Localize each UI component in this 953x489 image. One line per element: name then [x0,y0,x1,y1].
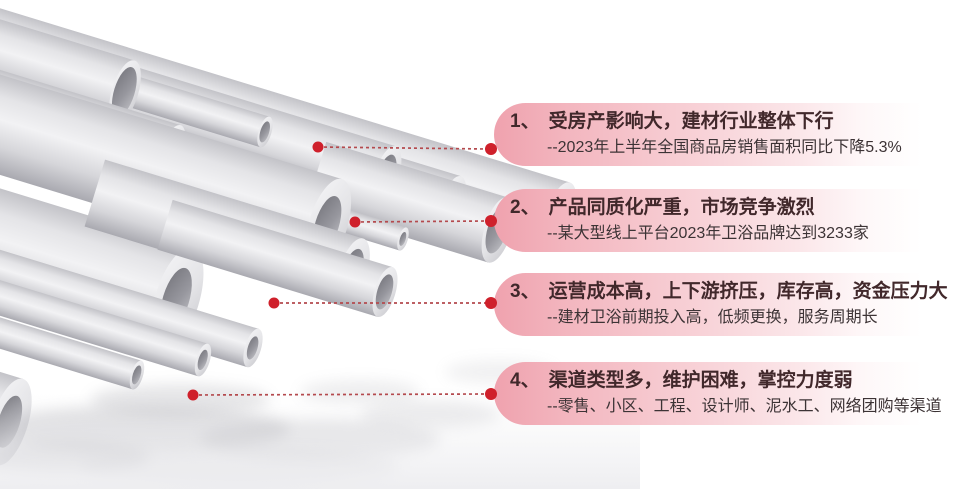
anchor-dot [312,141,324,153]
pipe [157,199,398,318]
bubble-dot [485,143,497,155]
pipes-group [0,0,577,466]
callout-card-1: 1、 受房产影响大，建材行业整体下行 --2023年上半年全国商品房销售面积同比… [494,103,953,166]
callout-detail: --建材卫浴前期投入高，低频更换，服务周期长 [547,308,878,326]
callout-card-2: 2、 产品同质化严重，市场竞争激烈 --某大型线上平台2023年卫浴品牌达到32… [494,189,953,252]
pipe [0,238,263,368]
callout-connector-1 [312,141,497,155]
callout-card-3: 3、 运营成本高，上下游挤压，库存高，资金压力大 --建材卫浴前期投入高，低频更… [494,273,953,336]
callout-title: 运营成本高，上下游挤压，库存高，资金压力大 [548,281,948,302]
pipe [0,299,145,390]
callout-detail: --某大型线上平台2023年卫浴品牌达到3233家 [547,224,869,242]
pipe [0,264,212,377]
callout-number: 2、 [510,197,540,218]
callout-title: 受房产影响大，建材行业整体下行 [548,111,834,132]
callout-connector-3 [268,297,497,309]
bubble-dot [485,297,497,309]
callout-number: 1、 [510,111,540,132]
callout-number: 3、 [510,281,540,302]
callout-detail: --零售、小区、工程、设计师、泥水工、网络团购等渠道 [547,397,942,415]
callout-title: 产品同质化严重，市场竞争激烈 [548,197,815,218]
anchor-dot [349,216,361,228]
callout-card-4: 4、 渠道类型多，维护困难，掌控力度弱 --零售、小区、工程、设计师、泥水工、网… [494,362,953,425]
callout-detail: --2023年上半年全国商品房销售面积同比下降5.3% [547,138,902,156]
anchor-dot [268,297,280,309]
callout-title: 渠道类型多，维护困难，掌控力度弱 [548,370,853,391]
callout-number: 4、 [510,370,540,391]
bubble-dot [485,388,497,400]
callout-connector-4 [187,388,497,401]
anchor-dot [187,389,199,401]
pvc-pipes-photo [0,0,640,489]
callout-connector-2 [349,215,497,228]
bubble-dot [485,215,497,227]
